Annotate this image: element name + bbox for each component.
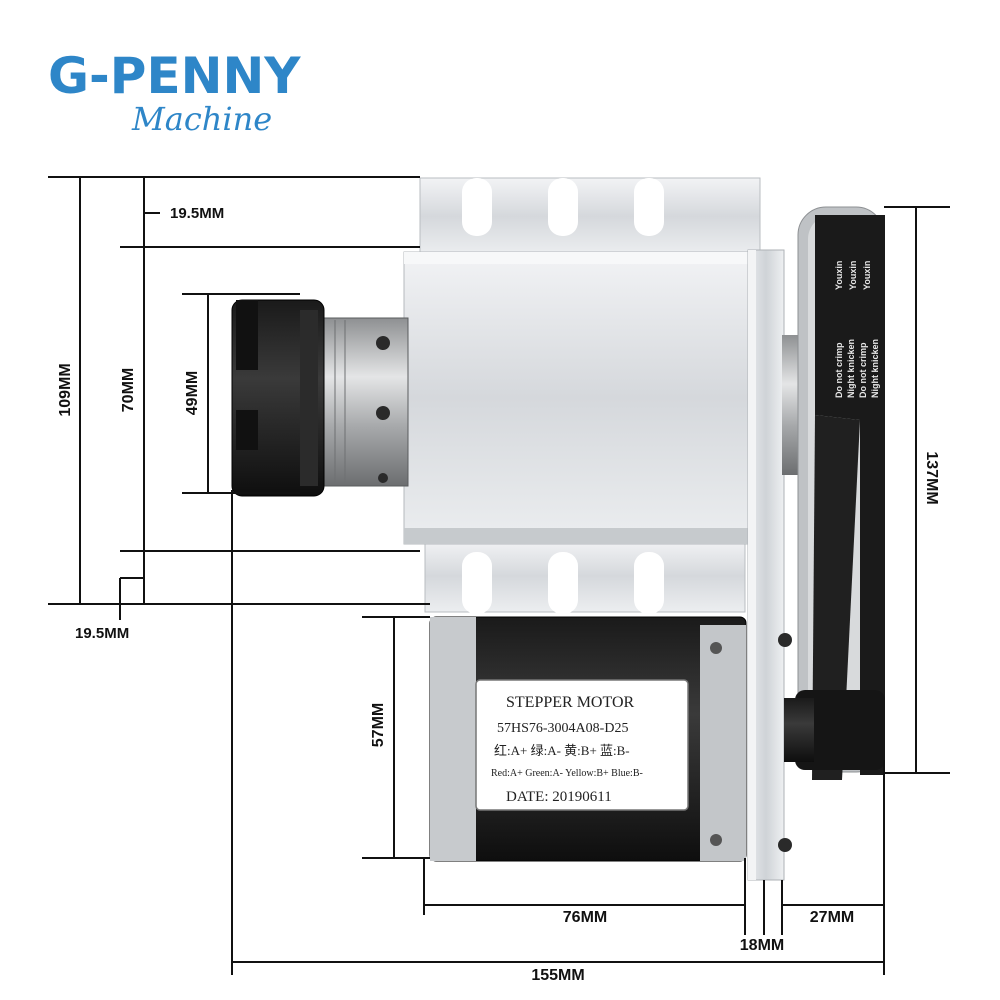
dim-label-bottom-offset: 19.5MM: [75, 625, 129, 642]
motor-label-model: 57HS76-3004A08-D25: [497, 721, 628, 736]
brand-name: G-PENNY: [48, 47, 301, 105]
belt-brand-2: Youxin: [848, 261, 858, 290]
dim-label-155: 155MM: [531, 967, 584, 984]
motor-label-wiring-en: Red:A+ Green:A- Yellow:B+ Blue:B-: [491, 768, 643, 779]
motor-label-type: STEPPER MOTOR: [506, 694, 635, 711]
motor-label-date: DATE: 20190611: [506, 789, 612, 805]
dim-label-18: 18MM: [740, 937, 784, 954]
timing-belt: Youxin Youxin Youxin Do not crimp Night …: [795, 215, 885, 780]
motor-pulley: [784, 698, 814, 762]
belt-warning-3: Do not crimp: [858, 342, 868, 398]
spindle-nut: [317, 317, 409, 487]
belt-warning-4: Night knicken: [870, 339, 880, 398]
motor-nameplate: [475, 679, 689, 811]
dim-label-109: 109MM: [57, 363, 74, 416]
stepper-motor: STEPPER MOTOR 57HS76-3004A08-D25 红:A+ 绿:…: [429, 616, 747, 862]
heatsink-frame-bottom: [424, 539, 746, 614]
side-plate: [747, 249, 785, 881]
bolt-head-lower: [778, 838, 792, 852]
spindle-housing: [403, 251, 755, 545]
dim-label-70: 70MM: [120, 368, 137, 412]
belt-brand-3: Youxin: [862, 261, 872, 290]
belt-warning-2: Night knicken: [846, 339, 856, 398]
heatsink-frame-top: [419, 177, 761, 256]
motor-label-wiring-cn: 红:A+ 绿:A- 黄:B+ 蓝:B-: [494, 743, 630, 758]
bolt-head-upper: [778, 633, 792, 647]
belt-brand-1: Youxin: [834, 261, 844, 290]
dim-label-27: 27MM: [810, 909, 854, 926]
dim-label-76: 76MM: [563, 909, 607, 926]
dim-label-49: 49MM: [184, 371, 201, 415]
dim-label-57: 57MM: [370, 703, 387, 747]
collet-nut: [231, 299, 325, 497]
belt-warning-1: Do not crimp: [834, 342, 844, 398]
dim-label-137: 137MM: [923, 451, 940, 504]
dim-label-top-offset: 19.5MM: [170, 205, 224, 222]
brand-tagline: Machine: [131, 100, 272, 138]
